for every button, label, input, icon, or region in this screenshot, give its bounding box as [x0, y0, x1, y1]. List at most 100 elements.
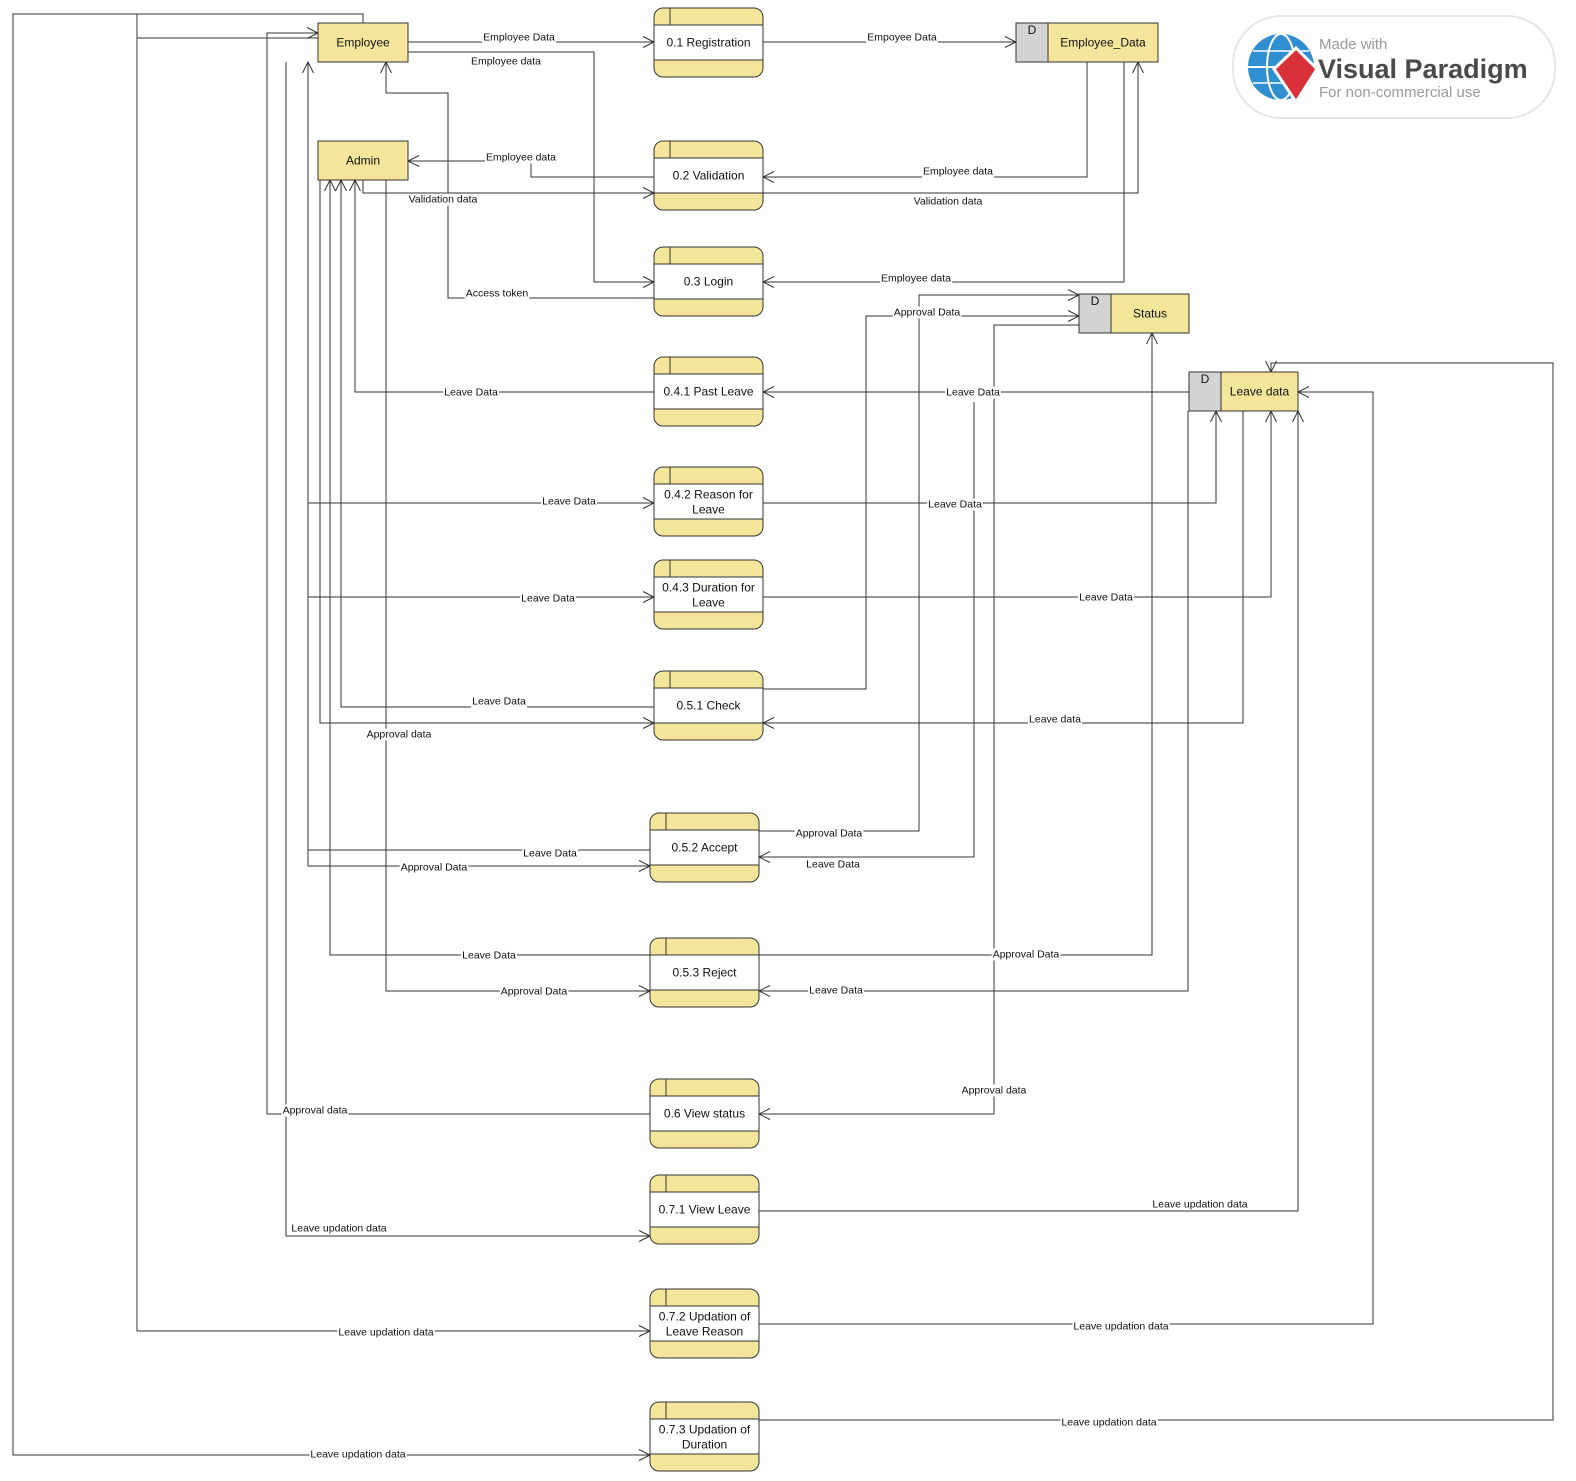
- flow-label-f20: Approval Data: [794, 827, 864, 840]
- watermark-line1: Made with: [1319, 36, 1387, 53]
- datastore-status-name: Status: [1133, 307, 1167, 321]
- process-p071[interactable]: 0.7.1 View Leave: [649, 1174, 760, 1245]
- flow-label-text: Approval Data: [501, 986, 568, 998]
- flow-label-f30: Leave updation data: [1151, 1198, 1249, 1211]
- flow-label-f9: Access token: [464, 287, 530, 300]
- entity-employee[interactable]: Employee: [317, 22, 409, 63]
- process-p03-label-0: 0.3 Login: [684, 275, 733, 289]
- flow-label-text: Leave updation data: [1073, 1321, 1168, 1333]
- flow-label-f14: Leave Data: [927, 498, 984, 511]
- flow-label-f17: Leave Data: [471, 695, 528, 708]
- flow-f10[interactable]: [763, 310, 1081, 690]
- flow-f32[interactable]: [136, 14, 652, 1337]
- flow-label-f19: Leave data: [1028, 713, 1083, 726]
- flow-label-f5: Employee data: [921, 165, 995, 178]
- flow-label-f22: Leave Data: [522, 847, 579, 860]
- flow-label-f34: Leave updation data: [309, 1448, 407, 1461]
- flow-label-text: Empoyee Data: [867, 32, 937, 44]
- entity-admin[interactable]: Admin: [317, 140, 409, 181]
- flow-label-text: Access token: [466, 288, 529, 300]
- flow-label-f7: Validation data: [912, 195, 984, 208]
- flow-f18[interactable]: [319, 180, 656, 729]
- flow-label-text: Leave updation data: [1152, 1199, 1247, 1211]
- watermark-line2: Visual Paradigm: [1318, 54, 1528, 84]
- flow-label-text: Employee data: [923, 166, 993, 178]
- process-p06-label-0: 0.6 View status: [664, 1107, 745, 1121]
- flow-label-f6: Validation data: [407, 193, 479, 206]
- flow-label-f8: Employee data: [879, 272, 953, 285]
- flow-f23[interactable]: [307, 62, 652, 872]
- flow-label-text: Leave Data: [523, 848, 577, 860]
- flow-label-f32: Leave updation data: [337, 1326, 435, 1339]
- flow-label-text: Employee Data: [483, 32, 555, 44]
- flow-label-f24: Leave Data: [461, 949, 518, 962]
- process-p052[interactable]: 0.5.2 Accept: [649, 812, 760, 883]
- flow-label-f3: Empoyee Data: [866, 31, 938, 44]
- flow-label-text: Approval Data: [796, 828, 863, 840]
- flow-f14[interactable]: [763, 409, 1222, 504]
- flow-f26[interactable]: [385, 180, 652, 997]
- flow-f30[interactable]: [759, 409, 1304, 1212]
- process-p071-label-0: 0.7.1 View Leave: [659, 1203, 751, 1217]
- flow-f16[interactable]: [763, 409, 1277, 598]
- datastore-employee_data-name: Employee_Data: [1060, 36, 1146, 50]
- process-p01-label-0: 0.1 Registration: [666, 36, 750, 50]
- datastore-leave_data-id: D: [1201, 372, 1210, 386]
- flow-label-text: Leave Data: [444, 387, 498, 399]
- flow-label-f1: Employee Data: [482, 31, 557, 44]
- process-p042-label-0: 0.4.2 Reason for: [664, 488, 753, 502]
- flow-label-f26: Approval Data: [499, 985, 569, 998]
- process-p03[interactable]: 0.3 Login: [653, 246, 764, 317]
- flow-label-f12: Leave Data: [945, 386, 1002, 399]
- flow-f34[interactable]: [12, 13, 652, 1461]
- flow-label-text: Leave updation data: [1061, 1417, 1156, 1429]
- flow-f33[interactable]: [759, 386, 1374, 1325]
- flow-label-text: Leave updation data: [338, 1327, 433, 1339]
- flow-f19[interactable]: [761, 411, 1244, 729]
- flow-f11[interactable]: [349, 178, 655, 393]
- flow-f20[interactable]: [759, 289, 1081, 832]
- datastore-employee_data-id: D: [1028, 23, 1037, 37]
- flow-label-f4: Employee data: [484, 151, 558, 164]
- flow-f35[interactable]: [759, 360, 1554, 1421]
- process-p072-label-1: Leave Reason: [666, 1325, 743, 1339]
- process-p01[interactable]: 0.1 Registration: [653, 7, 764, 78]
- flow-label-text: Leave updation data: [291, 1223, 386, 1235]
- flow-f6[interactable]: [362, 180, 656, 199]
- process-p053[interactable]: 0.5.3 Reject: [649, 937, 760, 1008]
- flow-f17[interactable]: [335, 178, 655, 708]
- flow-label-f21: Leave Data: [805, 858, 862, 871]
- process-p041[interactable]: 0.4.1 Past Leave: [653, 356, 764, 427]
- process-p02-label-0: 0.2 Validation: [673, 169, 745, 183]
- flow-label-text: Employee data: [486, 152, 556, 164]
- flow-label-f15: Leave Data: [520, 592, 577, 605]
- flow-f5[interactable]: [761, 62, 1088, 183]
- flow-label-text: Leave Data: [542, 496, 596, 508]
- process-p052-label-0: 0.5.2 Accept: [671, 841, 738, 855]
- datastore-employee_data[interactable]: D Employee_Data: [1015, 22, 1159, 63]
- flow-label-f16: Leave Data: [1078, 591, 1135, 604]
- process-p051[interactable]: 0.5.1 Check: [653, 670, 764, 741]
- process-p041-label-0: 0.4.1 Past Leave: [663, 385, 753, 399]
- flow-f13[interactable]: [307, 62, 656, 509]
- process-p06[interactable]: 0.6 View status: [649, 1078, 760, 1149]
- flow-label-f11: Leave Data: [443, 386, 500, 399]
- flow-label-text: Approval Data: [894, 307, 961, 319]
- flow-label-f18: Approval data: [365, 728, 433, 741]
- process-p072-label-0: 0.7.2 Updation of: [659, 1310, 751, 1324]
- flow-label-text: Leave data: [1029, 714, 1081, 726]
- flow-label-f27: Leave Data: [808, 984, 865, 997]
- watermark-line3: For non-commercial use: [1319, 84, 1481, 101]
- flow-label-text: Leave Data: [521, 593, 575, 605]
- process-p02[interactable]: 0.2 Validation: [653, 140, 764, 211]
- flow-f9[interactable]: [380, 60, 655, 299]
- flow-label-text: Approval data: [367, 729, 432, 741]
